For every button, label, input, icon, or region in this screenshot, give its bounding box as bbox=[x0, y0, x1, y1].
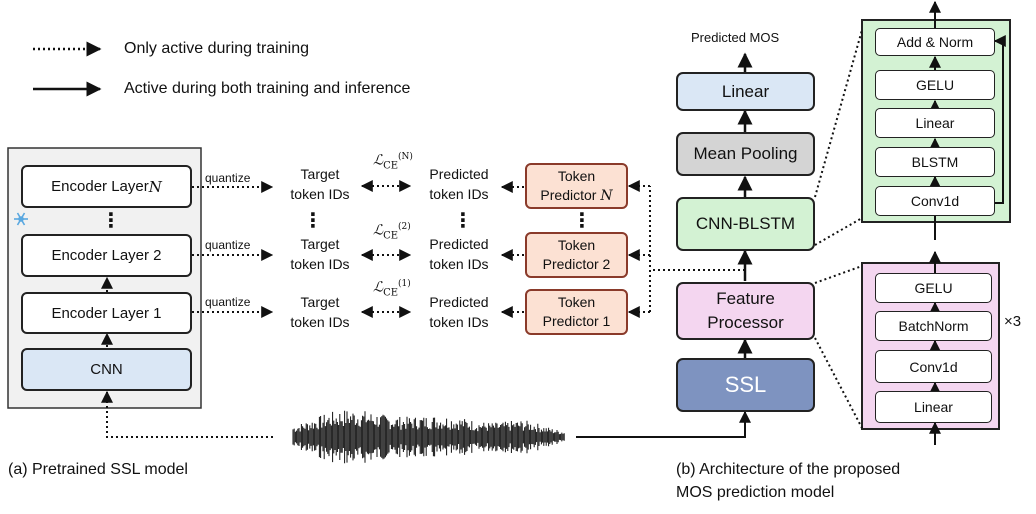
encoder-layer-n-label: Encoder Layer bbox=[51, 178, 149, 195]
caption-b-line1: (b) Architecture of the proposed bbox=[676, 461, 901, 478]
pred-1-line1: Predicted bbox=[429, 294, 489, 310]
pink-gelu-box: GELU bbox=[875, 273, 992, 303]
predicted-mos-label: Predicted MOS bbox=[691, 30, 780, 45]
tp-n-line2-text: Predictor bbox=[540, 186, 601, 203]
tp-1-line1: Token bbox=[557, 294, 596, 310]
ssl-box: SSL bbox=[676, 358, 815, 412]
pred-2-line1: Predicted bbox=[429, 236, 489, 252]
predicted-ellipsis: ⋮ bbox=[453, 210, 473, 232]
ce-loss-2-sup: (2) bbox=[398, 222, 411, 232]
legend-solid-label: Active during both training and inferenc… bbox=[124, 80, 411, 97]
pred-n-line1: Predicted bbox=[429, 166, 489, 182]
ce-loss-1-symbol: ℒ bbox=[373, 279, 384, 296]
target-1-line1: Target bbox=[300, 294, 340, 310]
token-predictor-n: Token Predictor N bbox=[525, 163, 628, 209]
tp-1-line2: Predictor 1 bbox=[542, 313, 611, 329]
repeat-label: ×3 bbox=[1004, 313, 1022, 330]
feature-processor-line1: Feature bbox=[716, 289, 775, 308]
ce-loss-n-symbol: ℒ bbox=[373, 152, 384, 169]
pink-linear-box: Linear bbox=[875, 391, 992, 423]
zoom-line-green-bottom bbox=[814, 217, 863, 246]
target-2-line2: token IDs bbox=[290, 256, 350, 272]
pink-conv1d-box: Conv1d bbox=[875, 350, 992, 383]
target-token-ids-n: Target token IDs bbox=[279, 164, 361, 204]
cnn-box: CNN bbox=[21, 348, 192, 391]
quantize-label-2: quantize bbox=[205, 238, 251, 252]
legend-dotted-label: Only active during training bbox=[124, 40, 309, 57]
cnn-blstm-box: CNN-BLSTM bbox=[676, 197, 815, 251]
ce-loss-n-sub: CE bbox=[383, 160, 399, 172]
ce-loss-1: ℒCE(1) bbox=[373, 279, 411, 298]
ce-loss-2-symbol: ℒ bbox=[373, 222, 384, 239]
pred-2-line2: token IDs bbox=[429, 256, 489, 272]
feature-processor-box: Feature Processor bbox=[676, 282, 815, 340]
target-1-line2: token IDs bbox=[290, 314, 350, 330]
waveform-path bbox=[292, 410, 565, 464]
ce-loss-1-sub: CE bbox=[383, 287, 399, 299]
wave-to-ssl-arrow bbox=[576, 410, 751, 438]
wave-to-cnn-arrow bbox=[101, 390, 273, 438]
encoder-ellipsis: ⋮ bbox=[101, 210, 121, 232]
ce-loss-1-sup: (1) bbox=[398, 279, 411, 289]
zoom-line-green-top bbox=[814, 29, 863, 198]
ce-loss-n: ℒCE(N) bbox=[373, 152, 413, 171]
tp-n-var: N bbox=[600, 187, 613, 204]
predicted-token-ids-n: Predicted token IDs bbox=[414, 164, 504, 204]
target-n-line2: token IDs bbox=[290, 186, 350, 202]
pred-1-line2: token IDs bbox=[429, 314, 489, 330]
encoder-layer-1: Encoder Layer 1 bbox=[21, 292, 192, 334]
token-predictor-2: Token Predictor 2 bbox=[525, 232, 628, 278]
token-predictor-1: Token Predictor 1 bbox=[525, 289, 628, 335]
tp-ellipsis: ⋮ bbox=[572, 210, 592, 232]
tp-2-line1: Token bbox=[557, 237, 596, 253]
ce-loss-2-sub: CE bbox=[383, 230, 399, 242]
green-linear-box: Linear bbox=[875, 108, 995, 138]
target-ellipsis: ⋮ bbox=[303, 210, 323, 232]
caption-a: (a) Pretrained SSL model bbox=[8, 461, 188, 478]
caption-b-line2: MOS prediction model bbox=[676, 484, 835, 501]
green-conv1d-box: Conv1d bbox=[875, 186, 995, 216]
target-n-line1: Target bbox=[300, 166, 340, 182]
encoder-layer-n: Encoder Layer N bbox=[21, 165, 192, 208]
quantize-label-1: quantize bbox=[205, 295, 251, 309]
zoom-line-pink-bottom bbox=[814, 337, 863, 429]
quantize-label-n: quantize bbox=[205, 171, 251, 185]
encoder-layer-2: Encoder Layer 2 bbox=[21, 234, 192, 277]
ce-loss-2: ℒCE(2) bbox=[373, 222, 411, 241]
encoder-layer-n-var: N bbox=[148, 177, 162, 196]
add-norm-box: Add & Norm bbox=[875, 28, 995, 56]
predicted-token-ids-2: Predicted token IDs bbox=[414, 234, 504, 274]
snowflake-icon bbox=[14, 212, 28, 226]
batchnorm-box: BatchNorm bbox=[875, 311, 992, 341]
green-gelu-box: GELU bbox=[875, 70, 995, 100]
mean-pooling-box: Mean Pooling bbox=[676, 132, 815, 176]
feature-processor-line2: Processor bbox=[707, 313, 784, 332]
zoom-line-pink-top bbox=[814, 265, 863, 284]
tp-n-line2: Predictor N bbox=[540, 186, 612, 206]
residual-connection bbox=[993, 35, 1006, 204]
predicted-token-ids-1: Predicted token IDs bbox=[414, 292, 504, 332]
target-2-line1: Target bbox=[300, 236, 340, 252]
mos-linear-box: Linear bbox=[676, 72, 815, 111]
ce-loss-n-sup: (N) bbox=[398, 152, 413, 162]
pred-n-line2: token IDs bbox=[429, 186, 489, 202]
target-token-ids-2: Target token IDs bbox=[279, 234, 361, 274]
blstm-box: BLSTM bbox=[875, 147, 995, 177]
tp-n-line1: Token bbox=[557, 167, 596, 184]
target-token-ids-1: Target token IDs bbox=[279, 292, 361, 332]
tp-2-line2: Predictor 2 bbox=[542, 256, 611, 272]
waveform bbox=[292, 410, 565, 464]
